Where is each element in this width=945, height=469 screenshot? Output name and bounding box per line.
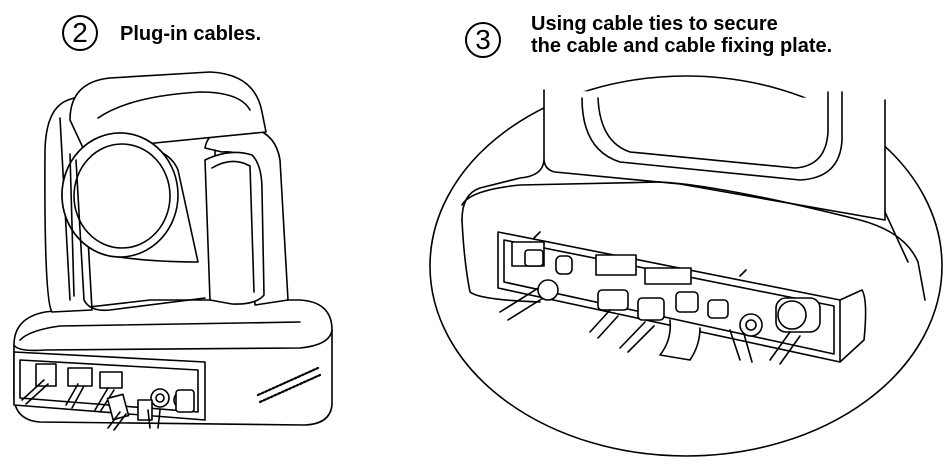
step-number-badge: 3 [465, 22, 501, 58]
zoom-detail-illustration [430, 76, 942, 456]
step-3-header: 3 Using cable ties to secure the cable a… [465, 13, 832, 58]
caption-line: Plug-in cables. [120, 23, 262, 45]
step-number-badge: 2 [62, 15, 98, 51]
step-caption: Plug-in cables. [120, 23, 261, 45]
caption-line: the cable and cable fixing plate. [531, 35, 833, 57]
ptz-camera-illustration [14, 72, 332, 430]
caption-line: Using cable ties to secure [531, 13, 778, 35]
step-2-header: 2 Plug-in cables. [62, 15, 261, 51]
step-caption: Using cable ties to secure the cable and… [531, 13, 832, 57]
